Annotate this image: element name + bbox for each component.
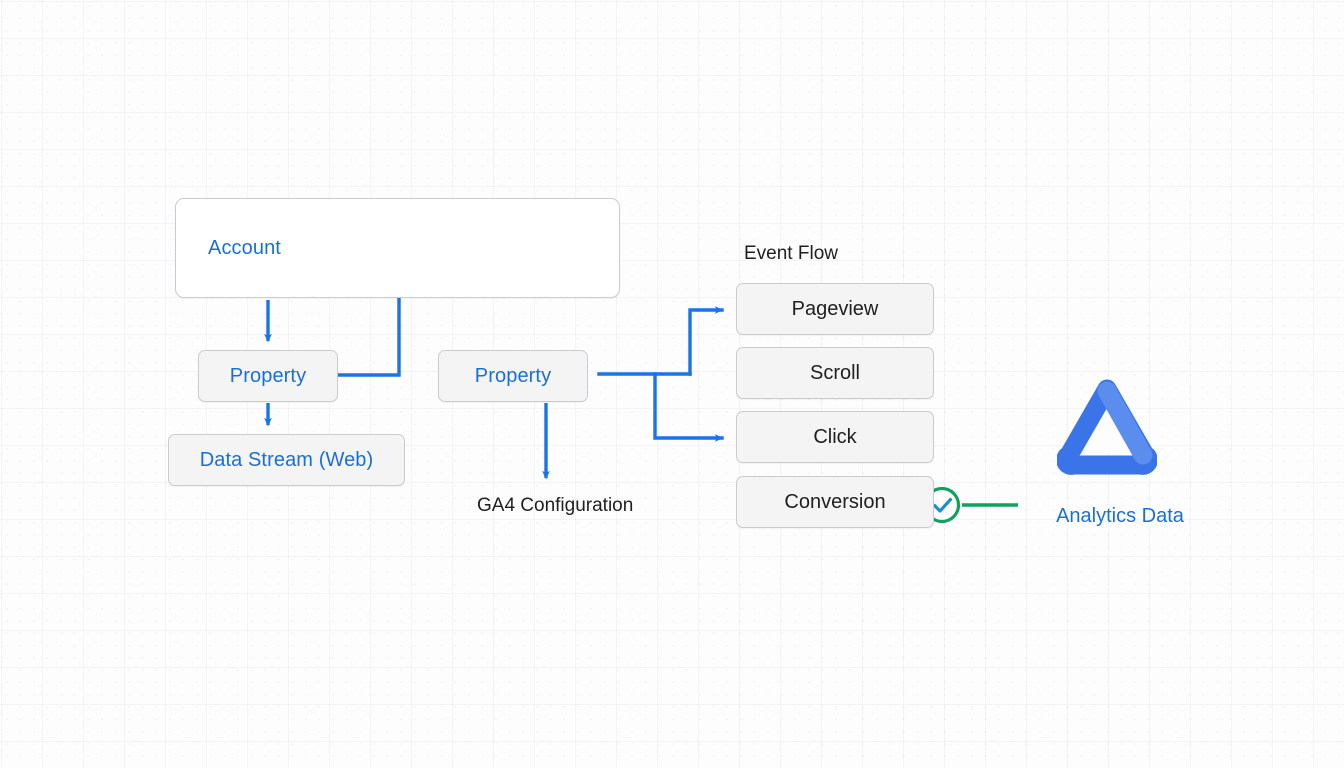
node-event-scroll[interactable]: Scroll	[736, 347, 934, 399]
node-property-right[interactable]: Property	[438, 350, 588, 402]
analytics-data-caption: Analytics Data	[1056, 505, 1184, 527]
node-property-left[interactable]: Property	[198, 350, 338, 402]
node-data-stream-web-label: Data Stream (Web)	[199, 448, 374, 471]
node-event-pageview[interactable]: Pageview	[736, 283, 934, 335]
connector-property-right-to-events	[597, 306, 724, 442]
label-ga4-configuration: GA4 Configuration	[477, 495, 634, 516]
node-property-left-label: Property	[229, 364, 307, 387]
analytics-triangle-logo-icon	[1057, 379, 1157, 475]
node-event-conversion-label: Conversion	[784, 490, 886, 513]
node-data-stream-web[interactable]: Data Stream (Web)	[168, 434, 405, 486]
label-event-flow: Event Flow	[744, 243, 838, 264]
node-account-label: Account	[208, 236, 281, 259]
node-event-conversion[interactable]: Conversion	[736, 476, 934, 528]
node-property-right-label: Property	[474, 364, 552, 387]
node-account[interactable]: Account	[175, 198, 620, 298]
node-event-pageview-label: Pageview	[791, 297, 879, 320]
node-event-click[interactable]: Click	[736, 411, 934, 463]
node-event-scroll-label: Scroll	[809, 361, 860, 384]
connector-property-left-to-account	[337, 297, 401, 377]
node-event-click-label: Click	[813, 425, 857, 448]
